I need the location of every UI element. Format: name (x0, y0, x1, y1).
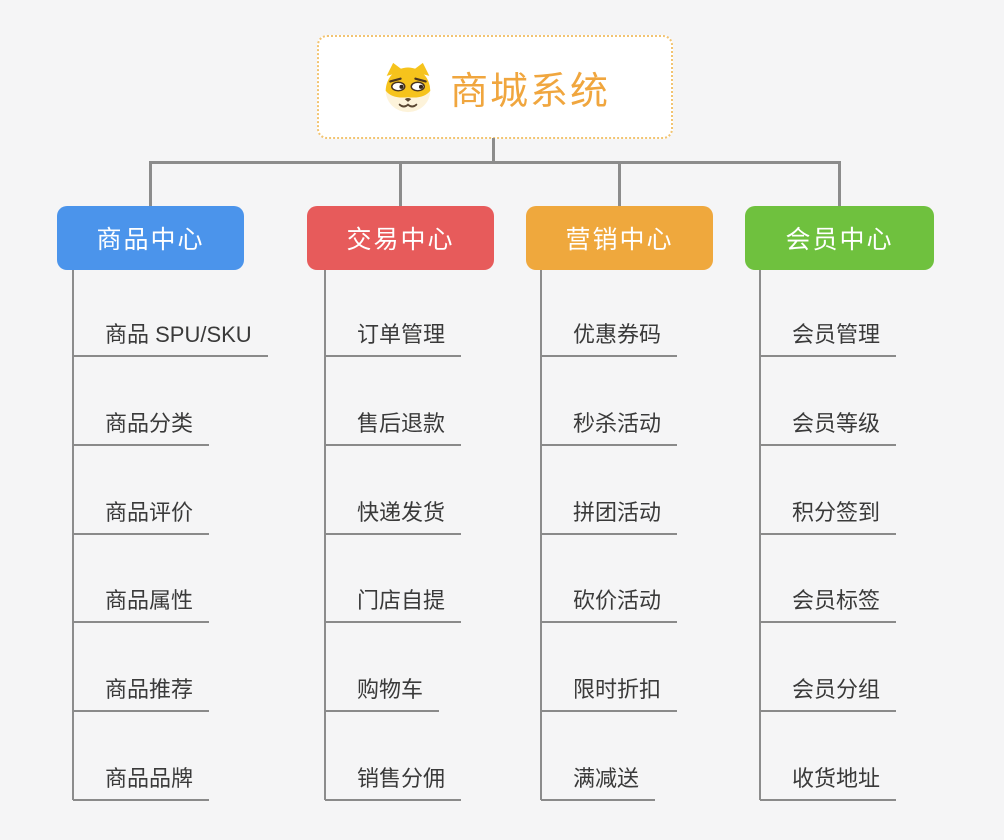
branch-topic-4[interactable]: 会员中心 (745, 206, 934, 270)
child-topic[interactable]: 快递发货 (325, 497, 462, 535)
child-topic[interactable]: 秒杀活动 (541, 408, 678, 446)
child-topic[interactable]: 销售分佣 (325, 763, 462, 801)
child-topic[interactable]: 会员管理 (760, 319, 897, 357)
connector-drop-4 (838, 161, 841, 206)
child-topic[interactable]: 拼团活动 (541, 497, 678, 535)
child-topic[interactable]: 商品品牌 (73, 763, 210, 801)
child-topic[interactable]: 商品评价 (73, 497, 210, 535)
child-topic[interactable]: 砍价活动 (541, 585, 678, 624)
connector-drop-2 (399, 161, 402, 206)
child-topic[interactable]: 商品 SPU/SKU (73, 319, 268, 357)
branch-topic-3[interactable]: 营销中心 (526, 206, 713, 270)
connector-trunk-4 (759, 270, 761, 800)
branch-topic-2[interactable]: 交易中心 (307, 206, 494, 270)
connector-trunk-2 (324, 270, 326, 800)
child-topic[interactable]: 会员分组 (760, 674, 897, 713)
connector-bus (149, 161, 841, 164)
child-topic[interactable]: 商品推荐 (73, 674, 210, 713)
root-title: 商城系统 (449, 70, 610, 113)
connector-trunk-1 (72, 270, 74, 800)
child-topic[interactable]: 门店自提 (325, 585, 462, 624)
child-topic[interactable]: 订单管理 (325, 319, 462, 357)
connector-trunk-3 (540, 270, 542, 800)
branch-topic-1[interactable]: 商品中心 (57, 206, 244, 270)
connector-root-stub (492, 138, 495, 164)
child-topic[interactable]: 售后退款 (325, 408, 462, 446)
child-topic[interactable]: 优惠券码 (541, 319, 678, 357)
connector-drop-1 (149, 161, 152, 206)
child-topic[interactable]: 满减送 (541, 763, 656, 801)
root-topic[interactable]: 商城系统 (317, 35, 673, 139)
child-topic[interactable]: 会员等级 (760, 408, 897, 446)
connector-drop-3 (618, 161, 621, 206)
child-topic[interactable]: 积分签到 (760, 497, 897, 535)
child-topic[interactable]: 商品分类 (73, 408, 210, 446)
child-topic[interactable]: 收货地址 (760, 763, 897, 801)
child-topic[interactable]: 商品属性 (73, 585, 210, 624)
child-topic[interactable]: 购物车 (325, 674, 440, 713)
child-topic[interactable]: 会员标签 (760, 585, 897, 624)
dog-face-icon (385, 62, 431, 113)
child-topic[interactable]: 限时折扣 (541, 674, 678, 713)
